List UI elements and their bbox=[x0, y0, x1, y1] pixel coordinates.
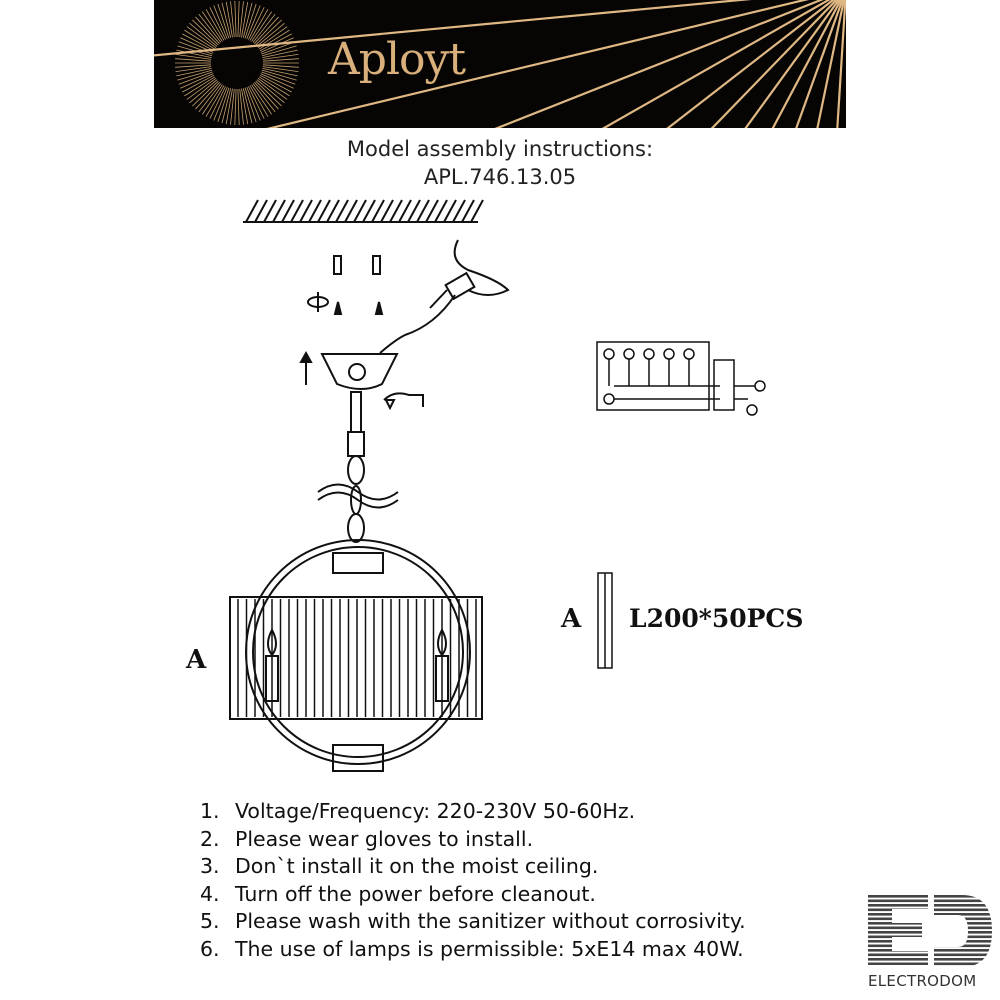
page-title: Model assembly instructions: bbox=[346, 137, 654, 161]
screws-icon bbox=[307, 255, 384, 315]
ceiling-hatch bbox=[243, 199, 484, 223]
item-number: 1. bbox=[200, 799, 220, 823]
parts-spec: L200*50PCS bbox=[629, 604, 804, 633]
list-item: 5. Please wash with the sanitizer without… bbox=[200, 908, 746, 936]
instructions-list: 1. Voltage/Frequency: 220-230V 50-60Hz. 2… bbox=[200, 798, 746, 963]
brand-name: Aployt bbox=[328, 34, 466, 85]
rotate-icon bbox=[383, 392, 424, 411]
up-arrow-icon bbox=[299, 350, 313, 385]
part-label-a: A bbox=[186, 645, 207, 675]
item-number: 2. bbox=[200, 826, 220, 851]
list-item: 2. Please wear gloves to install. bbox=[200, 826, 746, 854]
item-number: 6. bbox=[200, 936, 220, 961]
item-text: The use of lamps is permissible: 5xE14 m… bbox=[235, 936, 744, 961]
item-text: Don`t install it on the moist ceiling. bbox=[235, 854, 599, 878]
model-number: APL.746.13.05 bbox=[423, 165, 577, 189]
list-item: 1. Voltage/Frequency: 220-230V 50-60Hz. bbox=[200, 798, 746, 826]
list-item: 4. Turn off the power before cleanout. bbox=[200, 881, 746, 909]
item-number: 3. bbox=[200, 854, 220, 878]
chain bbox=[317, 391, 399, 543]
crystal-rod-icon bbox=[597, 572, 613, 669]
list-item: 3. Don`t install it on the moist ceiling. bbox=[200, 853, 746, 881]
item-text: Please wear gloves to install. bbox=[235, 826, 534, 851]
candle-bulb-icon bbox=[265, 627, 449, 702]
brand-banner: Aployt bbox=[154, 0, 846, 128]
parts-list-label-a: A bbox=[561, 604, 582, 634]
sunburst-decoration bbox=[154, 0, 846, 128]
lamp-body bbox=[229, 539, 483, 772]
item-text: Turn off the power before cleanout. bbox=[235, 881, 596, 906]
wiring-diagram bbox=[596, 341, 766, 416]
item-text: Voltage/Frequency: 220-230V 50-60Hz. bbox=[235, 799, 636, 823]
wire-connector bbox=[379, 239, 510, 354]
electrodom-logo-icon bbox=[868, 895, 992, 966]
electrodom-logo-text: ELECTRODOM bbox=[868, 972, 977, 990]
item-text: Please wash with the sanitizer without c… bbox=[235, 909, 746, 933]
item-number: 4. bbox=[200, 881, 220, 906]
list-item: 6. The use of lamps is permissible: 5xE14… bbox=[200, 936, 746, 964]
assembly-diagram bbox=[229, 199, 766, 772]
item-number: 5. bbox=[200, 909, 220, 933]
canopy bbox=[320, 353, 399, 390]
sun-logo-icon bbox=[213, 39, 261, 87]
